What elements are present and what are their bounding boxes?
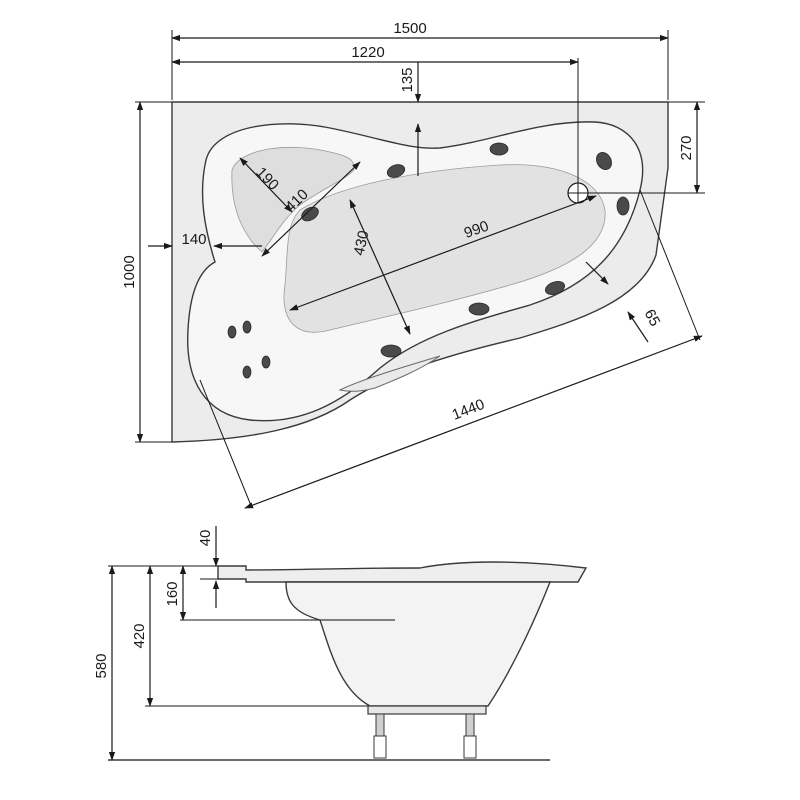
dimension-diagonal-length: 1440 (244, 335, 703, 509)
jet (242, 320, 252, 334)
label-basin-depth: 420 (131, 623, 148, 648)
dimension-basin-depth: 420 (131, 565, 154, 707)
side-rim (217, 561, 588, 583)
label-right-offset: 270 (678, 135, 695, 160)
jet (468, 302, 490, 316)
jet (386, 164, 406, 178)
dimension-top-offset: 135 (399, 62, 422, 176)
label-seat-depth: 160 (164, 581, 181, 606)
dimension-total-width: 1500 (171, 20, 669, 42)
plan-view: 1500 1220 135 270 1000 140 (121, 20, 705, 509)
label-total-height: 580 (93, 653, 110, 678)
jet (242, 365, 252, 379)
label-seat-offset: 140 (181, 231, 206, 248)
dimension-seat-offset: 140 (148, 231, 262, 250)
side-leg-right-foot (463, 735, 477, 759)
dimension-seat-depth: 160 (164, 565, 187, 621)
dimension-rim-thickness: 40 (197, 526, 220, 608)
dimension-rim-width: 65 (585, 261, 664, 343)
side-base-plate (367, 705, 487, 715)
side-leg-right (465, 713, 475, 737)
label-total-depth: 1000 (121, 255, 138, 288)
dimension-total-height: 580 (93, 565, 116, 761)
side-view: 40 160 420 580 (93, 526, 588, 761)
side-extension-lines (108, 565, 368, 707)
dimension-drain-offset: 1220 (171, 44, 579, 66)
side-basin (285, 581, 552, 707)
label-rim-width: 65 (641, 307, 664, 330)
side-leg-left-foot (373, 735, 387, 759)
side-leg-left (375, 713, 385, 737)
label-top-offset: 135 (399, 67, 416, 92)
jet (261, 355, 271, 369)
jet (489, 142, 509, 156)
plan-extension-lines (135, 30, 705, 509)
dimension-total-depth: 1000 (121, 101, 144, 443)
label-drain-offset: 1220 (351, 44, 384, 61)
label-rim-thickness: 40 (197, 530, 214, 547)
dimension-right-offset: 270 (678, 101, 701, 194)
jet (596, 152, 612, 170)
label-total-width: 1500 (393, 20, 426, 37)
jet (616, 196, 630, 216)
jet (380, 344, 402, 358)
jet (227, 325, 237, 339)
